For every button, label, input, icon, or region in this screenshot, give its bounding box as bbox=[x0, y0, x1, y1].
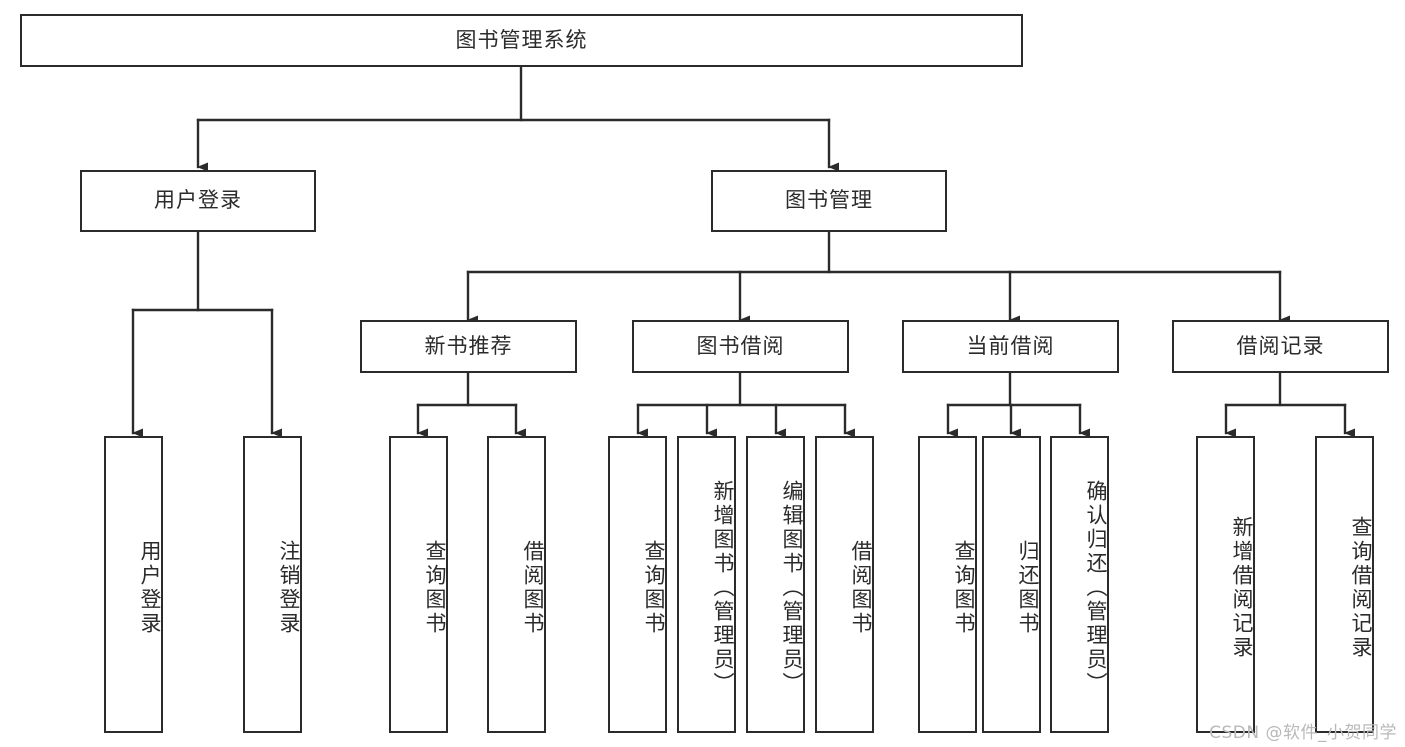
node-leaf-add-book-admin[interactable]: 新增图书（管理员） bbox=[677, 436, 736, 733]
node-user-login-label: 用户登录 bbox=[154, 188, 242, 213]
node-leaf-query-borrow-record[interactable]: 查询借阅记录 bbox=[1315, 436, 1374, 733]
node-leaf-add-borrow-record-label: 新增借阅记录 bbox=[1230, 515, 1254, 660]
node-leaf-edit-book-admin-label: 编辑图书（管理员） bbox=[780, 479, 804, 696]
node-leaf-query-book-1-label: 查询图书 bbox=[423, 539, 447, 636]
node-leaf-query-borrow-record-label: 查询借阅记录 bbox=[1349, 515, 1373, 660]
node-leaf-user-login-label: 用户登录 bbox=[138, 539, 162, 636]
node-borrow-record-label: 借阅记录 bbox=[1236, 333, 1325, 358]
node-book-manage[interactable]: 图书管理 bbox=[711, 170, 947, 232]
node-leaf-query-book-1[interactable]: 查询图书 bbox=[389, 436, 448, 733]
node-leaf-add-borrow-record[interactable]: 新增借阅记录 bbox=[1196, 436, 1255, 733]
node-leaf-logout-login[interactable]: 注销登录 bbox=[243, 436, 302, 733]
node-leaf-borrow-book-2[interactable]: 借阅图书 bbox=[815, 436, 874, 733]
node-leaf-confirm-return-admin[interactable]: 确认归还（管理员） bbox=[1050, 436, 1109, 733]
node-leaf-borrow-book-1[interactable]: 借阅图书 bbox=[487, 436, 546, 733]
node-leaf-borrow-book-2-label: 借阅图书 bbox=[849, 539, 873, 636]
node-book-borrow[interactable]: 图书借阅 bbox=[632, 320, 849, 373]
node-leaf-query-book-3[interactable]: 查询图书 bbox=[918, 436, 977, 733]
node-root[interactable]: 图书管理系统 bbox=[20, 14, 1023, 67]
node-leaf-user-login[interactable]: 用户登录 bbox=[104, 436, 163, 733]
node-leaf-query-book-3-label: 查询图书 bbox=[952, 539, 976, 636]
node-leaf-return-book-label: 归还图书 bbox=[1016, 539, 1040, 636]
node-leaf-confirm-return-admin-label: 确认归还（管理员） bbox=[1084, 479, 1108, 696]
node-leaf-edit-book-admin[interactable]: 编辑图书（管理员） bbox=[746, 436, 805, 733]
node-leaf-add-book-admin-label: 新增图书（管理员） bbox=[711, 479, 735, 696]
node-new-book-recommend[interactable]: 新书推荐 bbox=[360, 320, 577, 373]
node-borrow-record[interactable]: 借阅记录 bbox=[1172, 320, 1389, 373]
node-leaf-borrow-book-1-label: 借阅图书 bbox=[521, 539, 545, 636]
node-book-manage-label: 图书管理 bbox=[785, 188, 873, 213]
node-leaf-return-book[interactable]: 归还图书 bbox=[982, 436, 1041, 733]
node-book-borrow-label: 图书借阅 bbox=[696, 333, 785, 358]
node-leaf-query-book-2-label: 查询图书 bbox=[642, 539, 666, 636]
node-user-login[interactable]: 用户登录 bbox=[80, 170, 316, 232]
node-current-borrow-label: 当前借阅 bbox=[966, 333, 1055, 358]
node-root-label: 图书管理系统 bbox=[455, 27, 588, 52]
node-current-borrow[interactable]: 当前借阅 bbox=[902, 320, 1119, 373]
node-leaf-query-book-2[interactable]: 查询图书 bbox=[608, 436, 667, 733]
node-leaf-logout-login-label: 注销登录 bbox=[277, 539, 301, 636]
node-new-book-recommend-label: 新书推荐 bbox=[424, 333, 513, 358]
